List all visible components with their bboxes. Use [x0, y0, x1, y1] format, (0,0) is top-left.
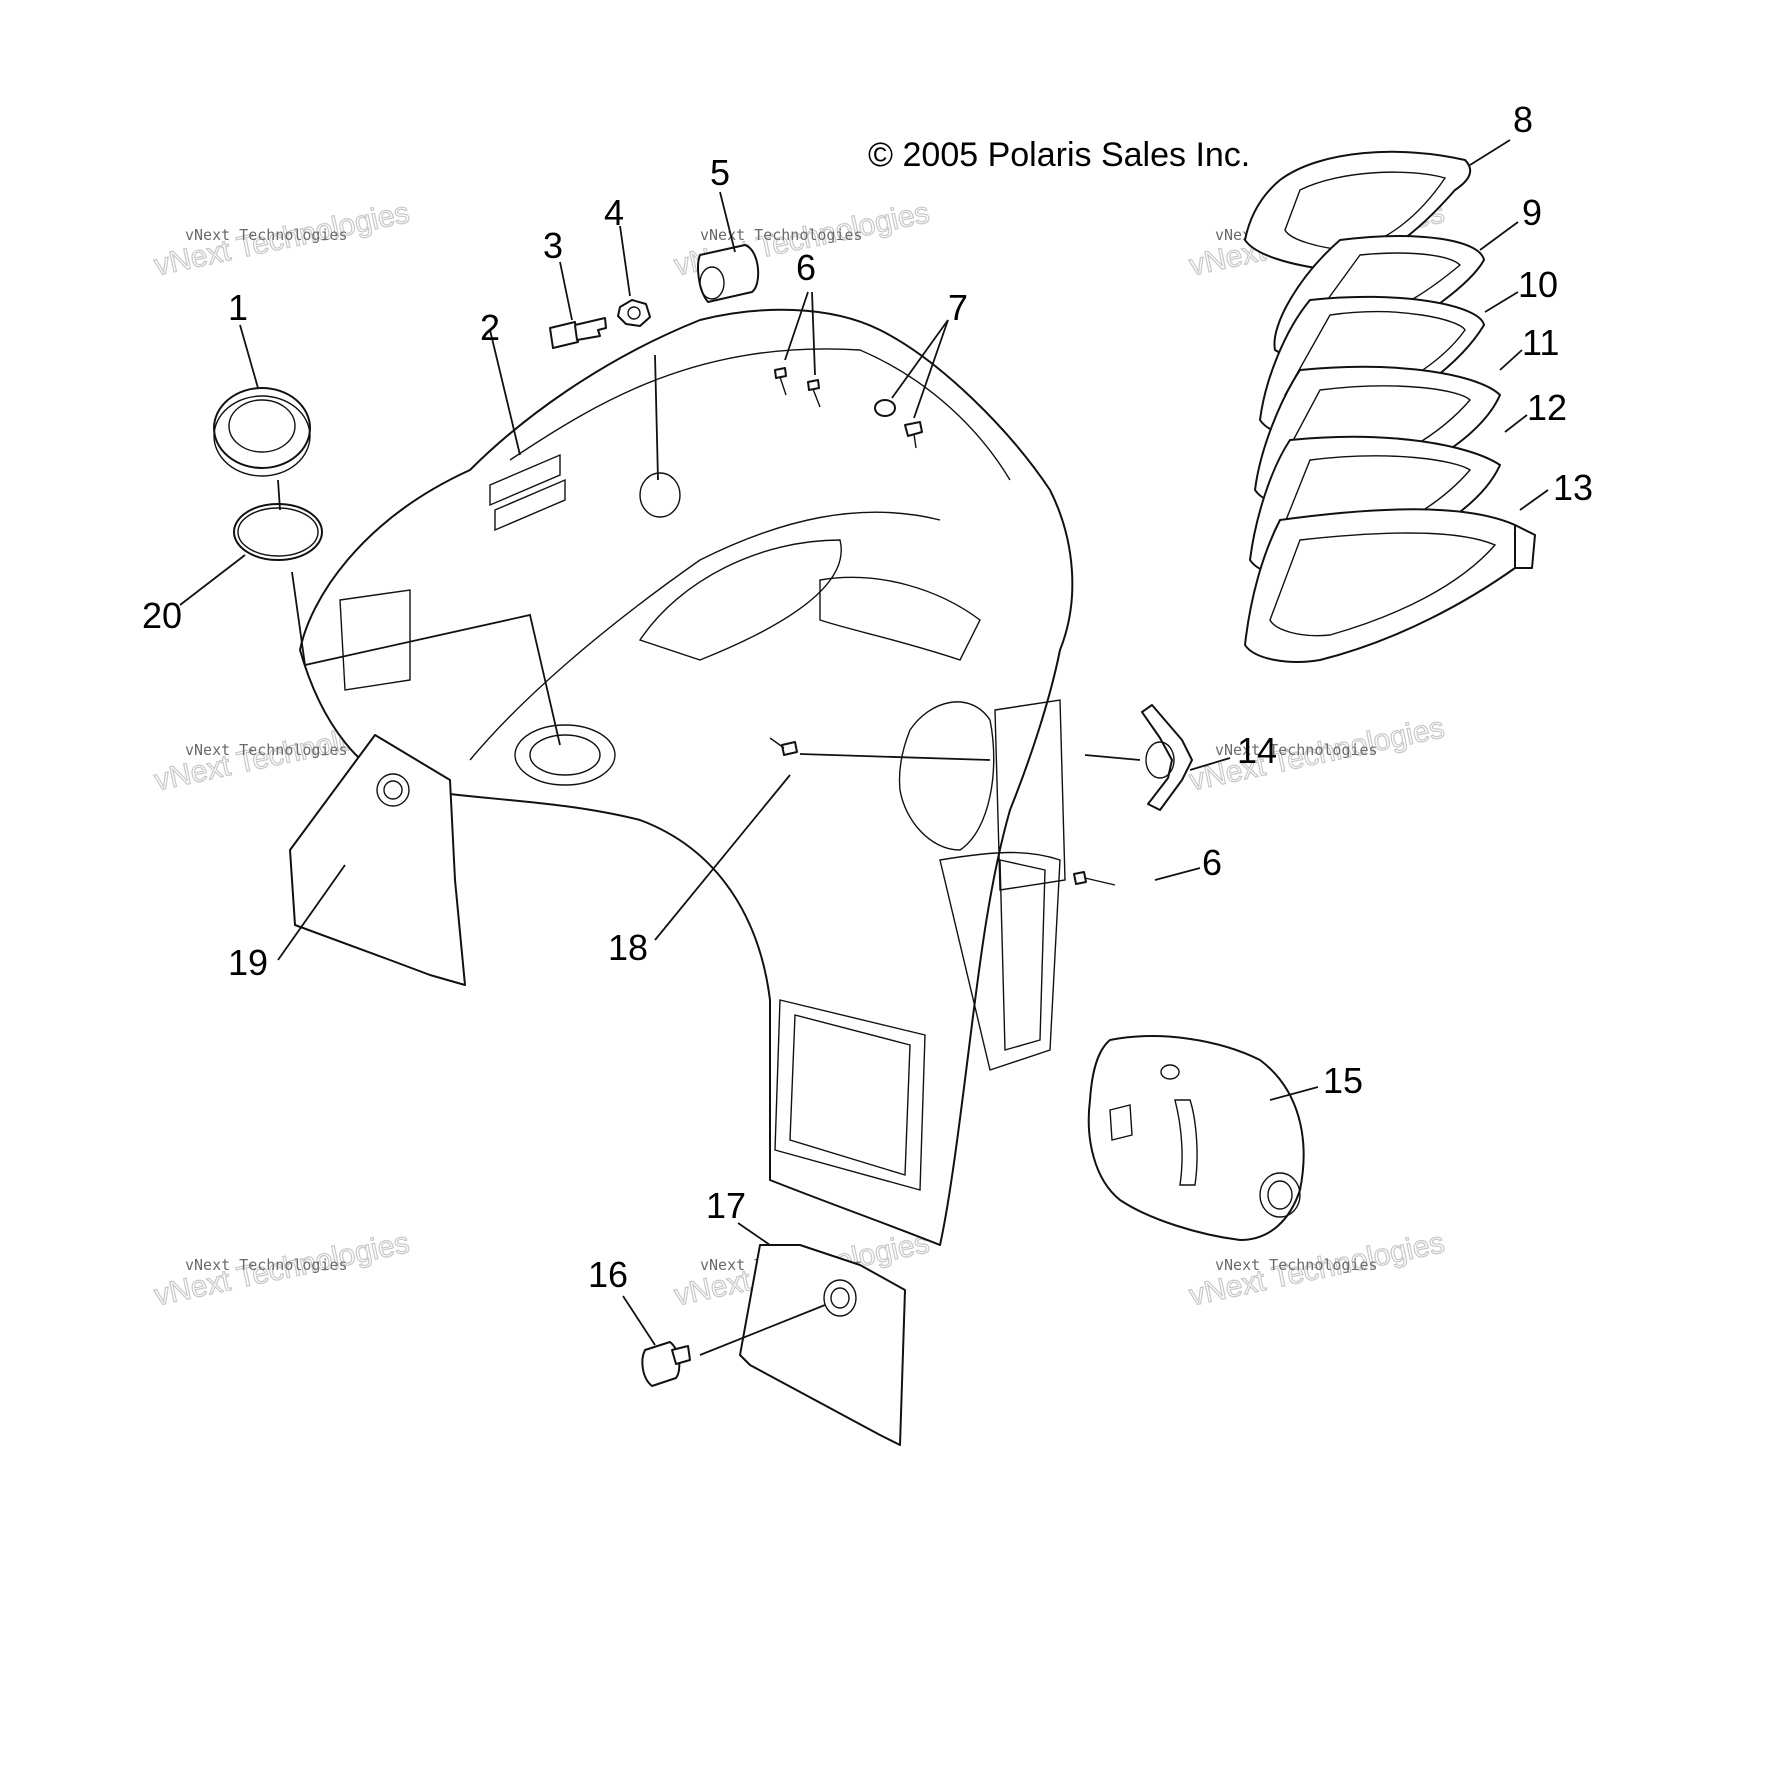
part-20-o-ring[interactable]: [233, 503, 323, 561]
callout-14: 14: [1237, 730, 1277, 771]
callout-20: 20: [142, 595, 182, 636]
watermark-text: vNext Technologies: [185, 226, 348, 244]
callout-3: 3: [543, 225, 563, 266]
callout-7: 7: [948, 287, 968, 328]
part-16-plug[interactable]: [641, 1341, 691, 1387]
callout-18: 18: [608, 927, 648, 968]
callout-16: 16: [588, 1254, 628, 1295]
callout-5: 5: [710, 152, 730, 193]
callout-1: 1: [228, 287, 248, 328]
callout-4: 4: [604, 192, 624, 233]
watermark-text: vNext Technologies: [1215, 1256, 1378, 1274]
callout-6a: 6: [796, 247, 816, 288]
part-7-clips[interactable]: [874, 399, 923, 449]
part-6-screw-lower[interactable]: [1073, 871, 1116, 886]
callout-19: 19: [228, 942, 268, 983]
part-2-console[interactable]: [299, 308, 1074, 1246]
callout-6b: 6: [1202, 842, 1222, 883]
callout-9: 9: [1522, 192, 1542, 233]
part-17-lower-panel[interactable]: [739, 1244, 906, 1446]
watermark-text: vNext Technologies: [185, 1256, 348, 1274]
watermark-text: vNext Technologies: [185, 741, 348, 759]
callouts: 1 2 3 4 5 6 7 8 9 10 11 12 13 14 6 15 16…: [142, 99, 1593, 1295]
callout-15: 15: [1323, 1060, 1363, 1101]
watermark-text: vNext Technologies: [700, 226, 863, 244]
callout-2: 2: [480, 307, 500, 348]
part-13-trim[interactable]: [1244, 508, 1536, 663]
watermark-text: vNext Technologies: [1215, 741, 1378, 759]
part-4-nut[interactable]: [617, 299, 651, 327]
callout-10: 10: [1518, 264, 1558, 305]
part-15-side-pod[interactable]: [1087, 1035, 1305, 1241]
part-3-key[interactable]: [549, 317, 607, 349]
part-8-trim-ring[interactable]: [1244, 150, 1472, 271]
callout-13: 13: [1553, 467, 1593, 508]
callout-8: 8: [1513, 99, 1533, 140]
copyright-text: © 2005 Polaris Sales Inc.: [868, 136, 1250, 174]
callout-12: 12: [1527, 387, 1567, 428]
callout-17: 17: [706, 1185, 746, 1226]
part-18-screw[interactable]: [769, 737, 798, 756]
callout-11: 11: [1522, 322, 1559, 363]
part-5-ignition-switch[interactable]: [697, 244, 760, 303]
part-14-bracket[interactable]: [1141, 704, 1193, 811]
part-6-screws[interactable]: [774, 367, 821, 408]
part-19-left-panel[interactable]: [289, 734, 466, 986]
leader-lines: [179, 139, 1549, 1356]
part-1-filler-ring[interactable]: [213, 387, 311, 477]
